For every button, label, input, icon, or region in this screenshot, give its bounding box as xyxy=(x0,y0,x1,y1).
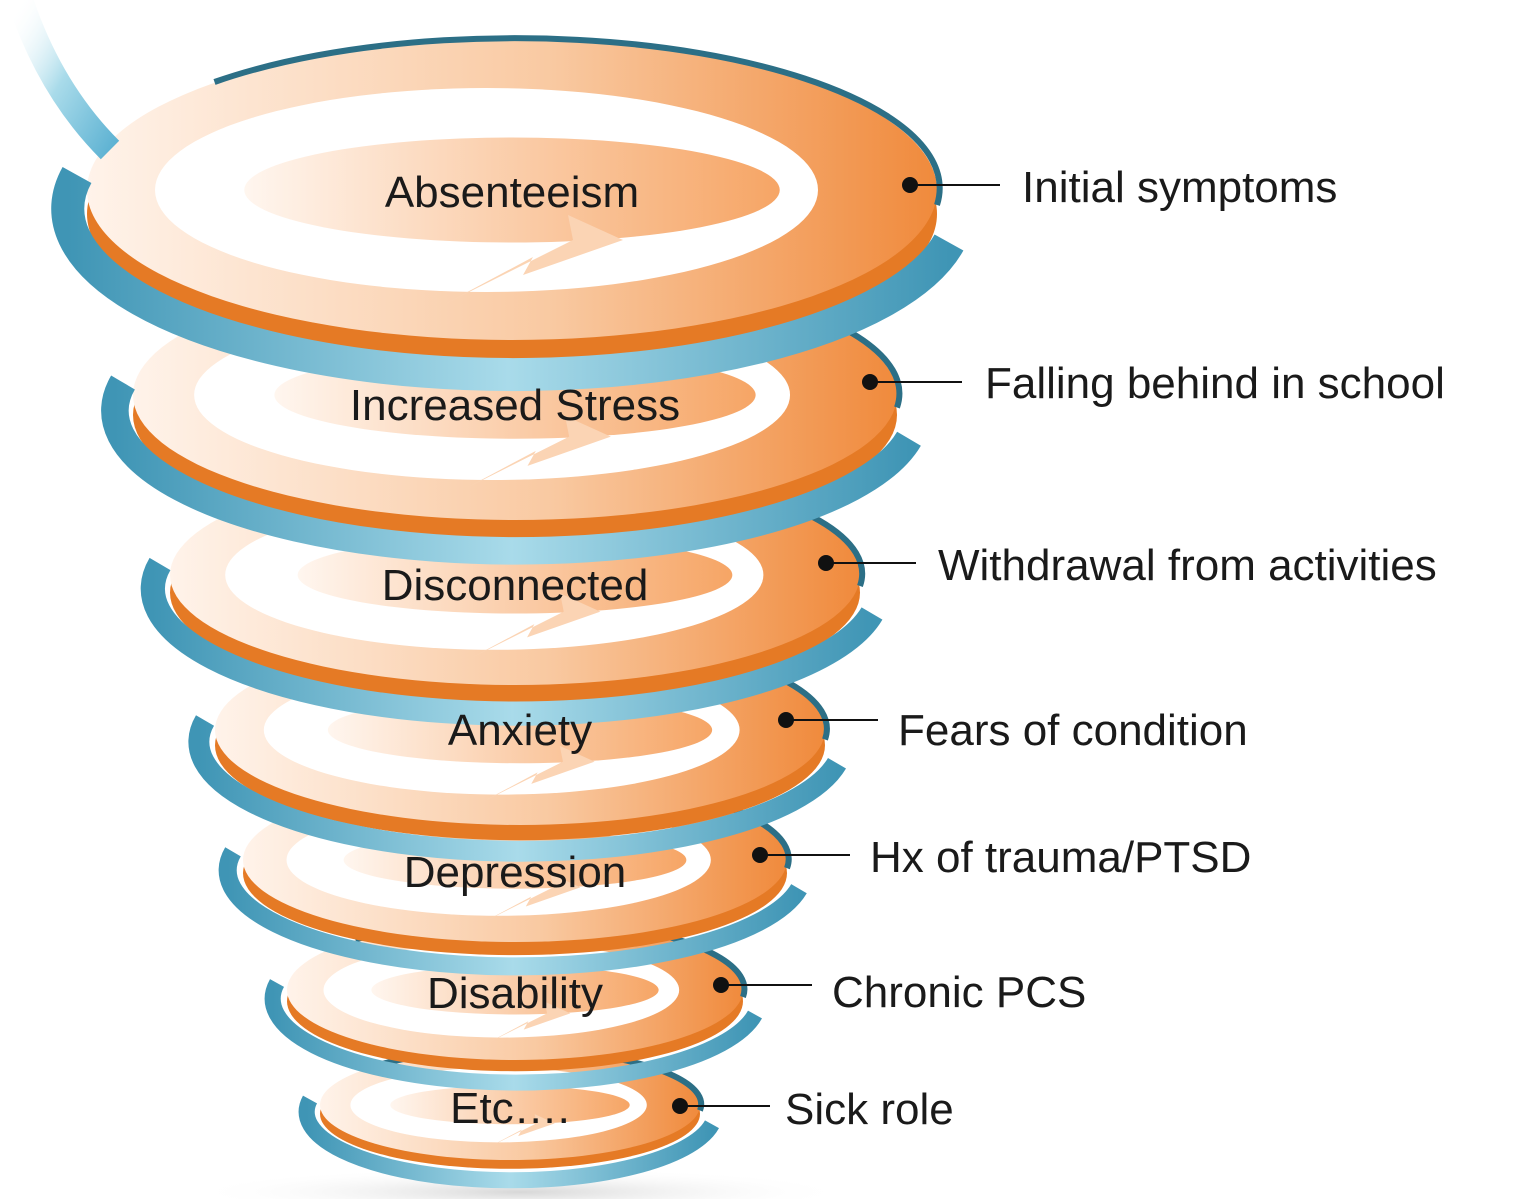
side-label-1: Initial symptoms xyxy=(1022,163,1337,212)
side-label-3: Withdrawal from activities xyxy=(938,541,1437,590)
inner-label-1: Absenteeism xyxy=(385,168,639,217)
inner-label-2: Increased Stress xyxy=(350,381,680,430)
ribbon-tail xyxy=(20,0,110,150)
side-label-6: Chronic PCS xyxy=(832,968,1086,1017)
side-label-4: Fears of condition xyxy=(898,706,1248,755)
inner-label-3: Disconnected xyxy=(382,561,649,610)
inner-label-6: Disability xyxy=(427,969,603,1018)
inner-label-4: Anxiety xyxy=(448,706,592,755)
side-label-7: Sick role xyxy=(785,1085,954,1134)
inner-label-5: Depression xyxy=(404,848,627,897)
side-label-2: Falling behind in school xyxy=(985,359,1445,408)
inner-label-7: Etc…. xyxy=(450,1084,570,1133)
side-label-5: Hx of trauma/PTSD xyxy=(870,833,1251,882)
